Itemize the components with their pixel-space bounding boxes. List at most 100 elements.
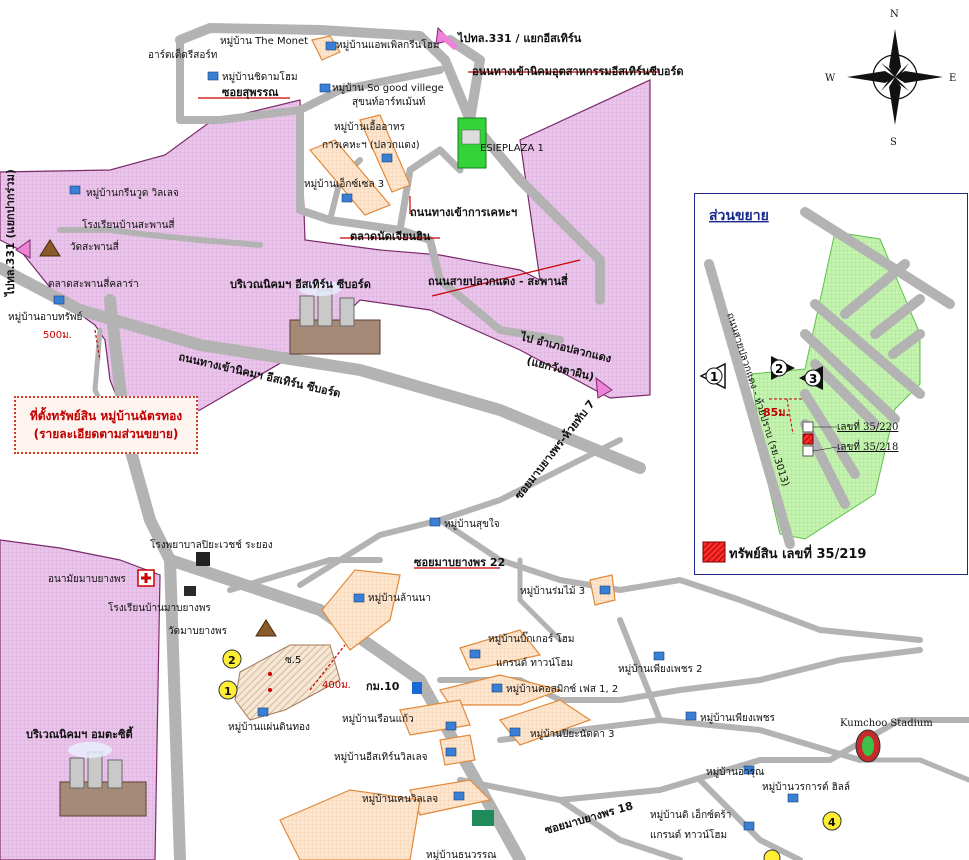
svg-text:ถนนทางเข้าการเคหะฯ: ถนนทางเข้าการเคหะฯ xyxy=(410,206,517,219)
location-title: ที่ตั้งทรัพย์สิน หมู่บ้านฉัตรทอง xyxy=(29,409,183,423)
village-parcels xyxy=(279,35,616,860)
km10-icon xyxy=(412,682,422,694)
svg-text:หมู่บ้านธนวรรณ: หมู่บ้านธนวรรณ xyxy=(426,849,497,860)
compass-rose: N S E W xyxy=(825,9,956,148)
svg-text:ตลาดสะพานสี่คลาร่า: ตลาดสะพานสี่คลาร่า xyxy=(48,276,139,290)
svg-text:โรงพยาบาลปิยะเวชช์ ระยอง: โรงพยาบาลปิยะเวชช์ ระยอง xyxy=(150,538,273,551)
marker-2: 2 xyxy=(222,649,242,669)
compass-e: E xyxy=(949,73,956,84)
plot-35-220 xyxy=(802,421,814,433)
health-center-icon xyxy=(137,569,155,587)
svg-text:หมู่บ้านกรีนวูด วิลเลจ: หมู่บ้านกรีนวูด วิลเลจ xyxy=(86,187,179,199)
temple-icon-sapan xyxy=(39,239,61,257)
house-icons xyxy=(53,41,799,831)
inset-distance-85m: 85ม. xyxy=(763,406,790,419)
svg-text:หมู่บ้านแอพเพิลกรีนโฮม: หมู่บ้านแอพเพิลกรีนโฮม xyxy=(336,38,440,51)
svg-text:หมู่บ้านเรือนแก้ว: หมู่บ้านเรือนแก้ว xyxy=(342,713,414,725)
plot-35-219 xyxy=(802,433,814,445)
property-location-callout: ที่ตั้งทรัพย์สิน หมู่บ้านฉัตรทอง (รายละเ… xyxy=(14,396,198,454)
svg-text:ESIEPLAZA 1: ESIEPLAZA 1 xyxy=(480,143,544,154)
svg-text:Kumchoo Stadium: Kumchoo Stadium xyxy=(840,718,933,729)
inset-marker-3: 3 xyxy=(799,366,823,390)
stadium-icon xyxy=(855,729,881,763)
svg-text:หมู่บ้านสุขใจ: หมู่บ้านสุขใจ xyxy=(444,518,500,530)
factory-icon-eastern xyxy=(289,280,381,355)
svg-text:หมู่บ้านเอ็กซ์เซล 3: หมู่บ้านเอ็กซ์เซล 3 xyxy=(304,176,384,190)
inset-map: ส่วนขยาย ถนนสายปลวกแดง - ห้วยปราบ (รย.30… xyxy=(694,193,968,575)
inset-title: ส่วนขยาย xyxy=(709,208,769,224)
plot-35-218 xyxy=(802,445,814,457)
svg-text:อนามัยมาบยางพร: อนามัยมาบยางพร xyxy=(48,574,126,585)
marker-4: 4 xyxy=(822,811,842,831)
svg-text:หมู่บ้านปิยะนัดดา 3: หมู่บ้านปิยะนัดดา 3 xyxy=(530,728,615,740)
svg-text:หมู่บ้านอีสเทิร์นวิลเลจ: หมู่บ้านอีสเทิร์นวิลเลจ xyxy=(334,751,428,763)
tesco-icon xyxy=(472,810,494,826)
legend-property-swatch xyxy=(702,541,726,563)
school-icon-mapyang xyxy=(184,586,196,596)
phaendin-thong-plot xyxy=(234,644,341,721)
hospital-icon xyxy=(196,552,210,566)
svg-text:บริเวณนิคมฯ อมตะซิตี้: บริเวณนิคมฯ อมตะซิตี้ xyxy=(26,726,134,741)
svg-text:วัดสะพานสี่: วัดสะพานสี่ xyxy=(70,239,119,253)
inset-no-218: เลขที่ 35/218 xyxy=(837,439,898,453)
roads xyxy=(0,23,969,860)
svg-text:อาร์ตเต็ดรีสอร์ท: อาร์ตเต็ดรีสอร์ท xyxy=(148,47,217,61)
svg-text:โรงเรียนบ้านสะพานสี่: โรงเรียนบ้านสะพานสี่ xyxy=(82,217,175,231)
svg-text:1: 1 xyxy=(224,685,232,698)
svg-text:แกรนด์ ทาวน์โฮม: แกรนด์ ทาวน์โฮม xyxy=(650,828,727,841)
svg-text:2: 2 xyxy=(228,654,236,667)
svg-text:1: 1 xyxy=(710,370,718,384)
svg-text:4: 4 xyxy=(828,816,836,829)
svg-text:หมู่บ้านวรการต์ ฮิลล์: หมู่บ้านวรการต์ ฮิลล์ xyxy=(762,781,850,793)
svg-text:หมู่บ้านเพียงเพชร: หมู่บ้านเพียงเพชร xyxy=(700,712,776,724)
svg-text:ตลาดนัดเจียนฮิน: ตลาดนัดเจียนฮิน xyxy=(350,230,431,243)
svg-text:หมู่บ้านร่มไม้ 3: หมู่บ้านร่มไม้ 3 xyxy=(520,585,585,597)
distance-400m: 400ม. xyxy=(322,680,351,691)
marker-1: 1 xyxy=(218,680,238,700)
svg-text:หมู่บ้านอารุณ: หมู่บ้านอารุณ xyxy=(706,766,764,778)
svg-text:หมู่บ้านเอื้ออาทร: หมู่บ้านเอื้ออาทร xyxy=(334,119,406,133)
svg-text:อนนทางเข้านิคมอุตสาหกรรมอีสเทิ: อนนทางเข้านิคมอุตสาหกรรมอีสเทิร์นซีบอร์ด xyxy=(472,65,684,79)
factory-icon-amata xyxy=(59,742,147,817)
svg-text:หมู่บ้านเพียงเพชร 2: หมู่บ้านเพียงเพชร 2 xyxy=(618,663,702,675)
svg-text:การเคหะฯ (ปลวกแดง): การเคหะฯ (ปลวกแดง) xyxy=(322,140,420,151)
svg-text:หมู่บ้าน The Monet: หมู่บ้าน The Monet xyxy=(220,35,308,47)
compass-n: N xyxy=(890,9,899,20)
svg-text:บริเวณนิคมฯ อีสเทิร์น ซีบอร์ด: บริเวณนิคมฯ อีสเทิร์น ซีบอร์ด xyxy=(230,278,371,291)
inset-svg: ส่วนขยาย ถนนสายปลวกแดง - ห้วยปราบ (รย.30… xyxy=(699,207,955,563)
distance-500m: 500ม. xyxy=(43,330,72,341)
callout-lines xyxy=(198,71,660,569)
svg-text:หมู่บ้านล้านนา: หมู่บ้านล้านนา xyxy=(368,592,431,604)
svg-text:หมู่บ้าน So good villege: หมู่บ้าน So good villege xyxy=(332,82,444,94)
compass-s: S xyxy=(890,137,897,148)
svg-text:หมู่บ้านดิ เอ็กซ์ตร้า: หมู่บ้านดิ เอ็กซ์ตร้า xyxy=(650,807,731,821)
location-subtitle: (รายละเอียดตามส่วนขยาย) xyxy=(33,427,179,441)
svg-text:หมู่บ้านอาบทรัพย์: หมู่บ้านอาบทรัพย์ xyxy=(8,311,82,323)
arrow-to-pluak xyxy=(595,376,613,399)
svg-text:ซอยมาบยางพร 22: ซอยมาบยางพร 22 xyxy=(414,556,505,569)
compass-w: W xyxy=(825,73,836,84)
svg-text:ไปทล.331 / แยกอีสเทิร์น: ไปทล.331 / แยกอีสเทิร์น xyxy=(456,31,582,45)
svg-text:ซอยสุพรรณ: ซอยสุพรรณ xyxy=(222,86,279,100)
svg-text:หมู่บ้านเคนวิลเลจ: หมู่บ้านเคนวิลเลจ xyxy=(362,793,438,805)
svg-text:ถนนสายปลวกแดง - สะพานสี่: ถนนสายปลวกแดง - สะพานสี่ xyxy=(428,273,568,288)
svg-text:หมู่บ้านแผ่นดินทอง: หมู่บ้านแผ่นดินทอง xyxy=(228,721,310,733)
svg-text:วัดมาบยางพร: วัดมาบยางพร xyxy=(168,626,228,637)
svg-text:สุขนท์อาร์ทเม้นท์: สุขนท์อาร์ทเม้นท์ xyxy=(352,96,425,108)
svg-text:ไปทล.331 (แยกปากร่วม): ไปทล.331 (แยกปากร่วม) xyxy=(3,169,17,298)
svg-text:หมู่บ้านคอสมิกซ์ เฟส 1, 2: หมู่บ้านคอสมิกซ์ เฟส 1, 2 xyxy=(506,683,618,695)
inset-marker-2: 2 xyxy=(770,356,795,380)
arrow-to-331-left xyxy=(15,239,31,259)
inset-marker-1: 1 xyxy=(699,362,726,390)
svg-text:โรงเรียนบ้านมาบยางพร: โรงเรียนบ้านมาบยางพร xyxy=(108,601,211,614)
plot-soi5-label: ซ.5 xyxy=(285,655,301,666)
svg-text:2: 2 xyxy=(775,362,783,376)
inset-no-220: เลขที่ 35/220 xyxy=(837,419,898,433)
svg-text:3: 3 xyxy=(809,372,817,386)
legend-property-label: ทรัพย์สิน เลขที่ 35/219 xyxy=(729,544,866,562)
svg-text:ซอยมาบยางพร 18: ซอยมาบยางพร 18 xyxy=(543,799,634,837)
temple-icon-mapyang xyxy=(255,619,277,637)
svg-text:กม.10: กม.10 xyxy=(366,680,400,693)
svg-text:แกรนด์ ทาวน์โฮม: แกรนด์ ทาวน์โฮม xyxy=(496,656,573,669)
